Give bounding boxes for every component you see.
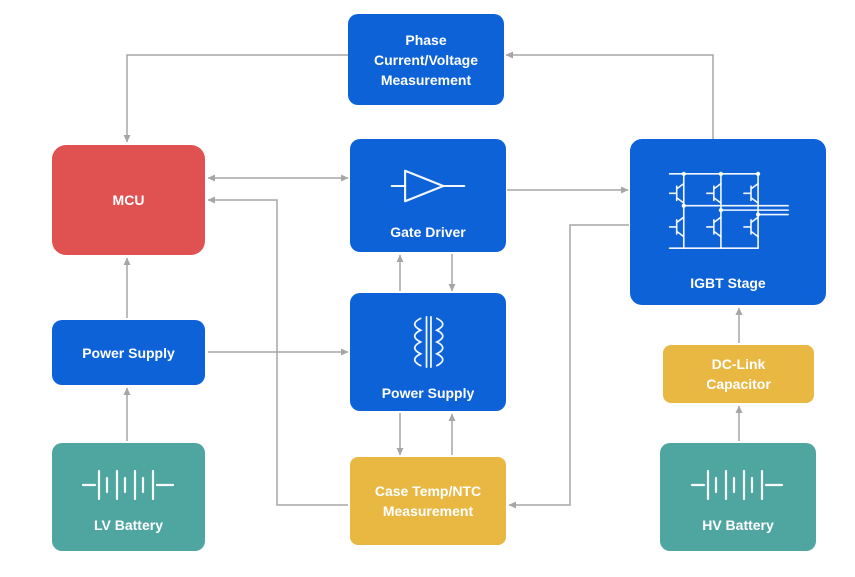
- icon-wrap: [397, 301, 459, 383]
- block-power-supply-main: Power Supply: [350, 293, 506, 411]
- block-label: Capacitor: [706, 376, 771, 392]
- igbt-bridge-icon: [668, 171, 789, 249]
- wire-phase-measurement-to-mcu: [123, 54, 348, 143]
- block-label: Power Supply: [82, 344, 175, 361]
- block-dc-link-capacitor: DC-Link Capacitor: [663, 345, 814, 403]
- block-label: Measurement: [380, 71, 472, 88]
- transformer-icon: [413, 316, 444, 368]
- block-label: HV Battery: [702, 517, 774, 533]
- block-label: IGBT Stage: [690, 275, 766, 291]
- block-label: Gate Driver: [390, 224, 466, 240]
- block-power-supply-lv: Power Supply: [52, 320, 205, 385]
- battery-icon: [690, 469, 784, 501]
- icon-wrap: [654, 149, 802, 273]
- block-label: MCU: [112, 192, 145, 208]
- battery-icon: [81, 469, 174, 501]
- block-label: Measurement: [382, 503, 474, 519]
- icon-wrap: [686, 455, 790, 515]
- wire-igbt-to-case-temp: [508, 224, 629, 509]
- block-label: Current/Voltage: [374, 51, 478, 68]
- opamp-icon: [390, 169, 466, 202]
- wire-case-temp-to-mcu: [207, 196, 348, 506]
- block-label: Power Supply: [381, 385, 475, 401]
- block-case-temp-measurement: Case Temp/NTC Measurement: [350, 457, 506, 545]
- wire-igbt-to-phase-measurement: [505, 51, 714, 139]
- block-label: Phase: [405, 31, 447, 48]
- block-label: DC-Link: [711, 356, 766, 372]
- icon-wrap: [77, 455, 181, 515]
- block-phase-measurement: Phase Current/Voltage Measurement: [348, 14, 504, 105]
- block-label: Case Temp/NTC: [374, 483, 482, 499]
- icon-wrap: [389, 149, 467, 222]
- block-lv-battery: LV Battery: [52, 443, 205, 551]
- block-gate-driver: Gate Driver: [350, 139, 506, 252]
- block-label: LV Battery: [94, 517, 163, 533]
- block-hv-battery: HV Battery: [660, 443, 816, 551]
- block-igbt-stage: IGBT Stage: [630, 139, 826, 305]
- block-mcu: MCU: [52, 145, 205, 255]
